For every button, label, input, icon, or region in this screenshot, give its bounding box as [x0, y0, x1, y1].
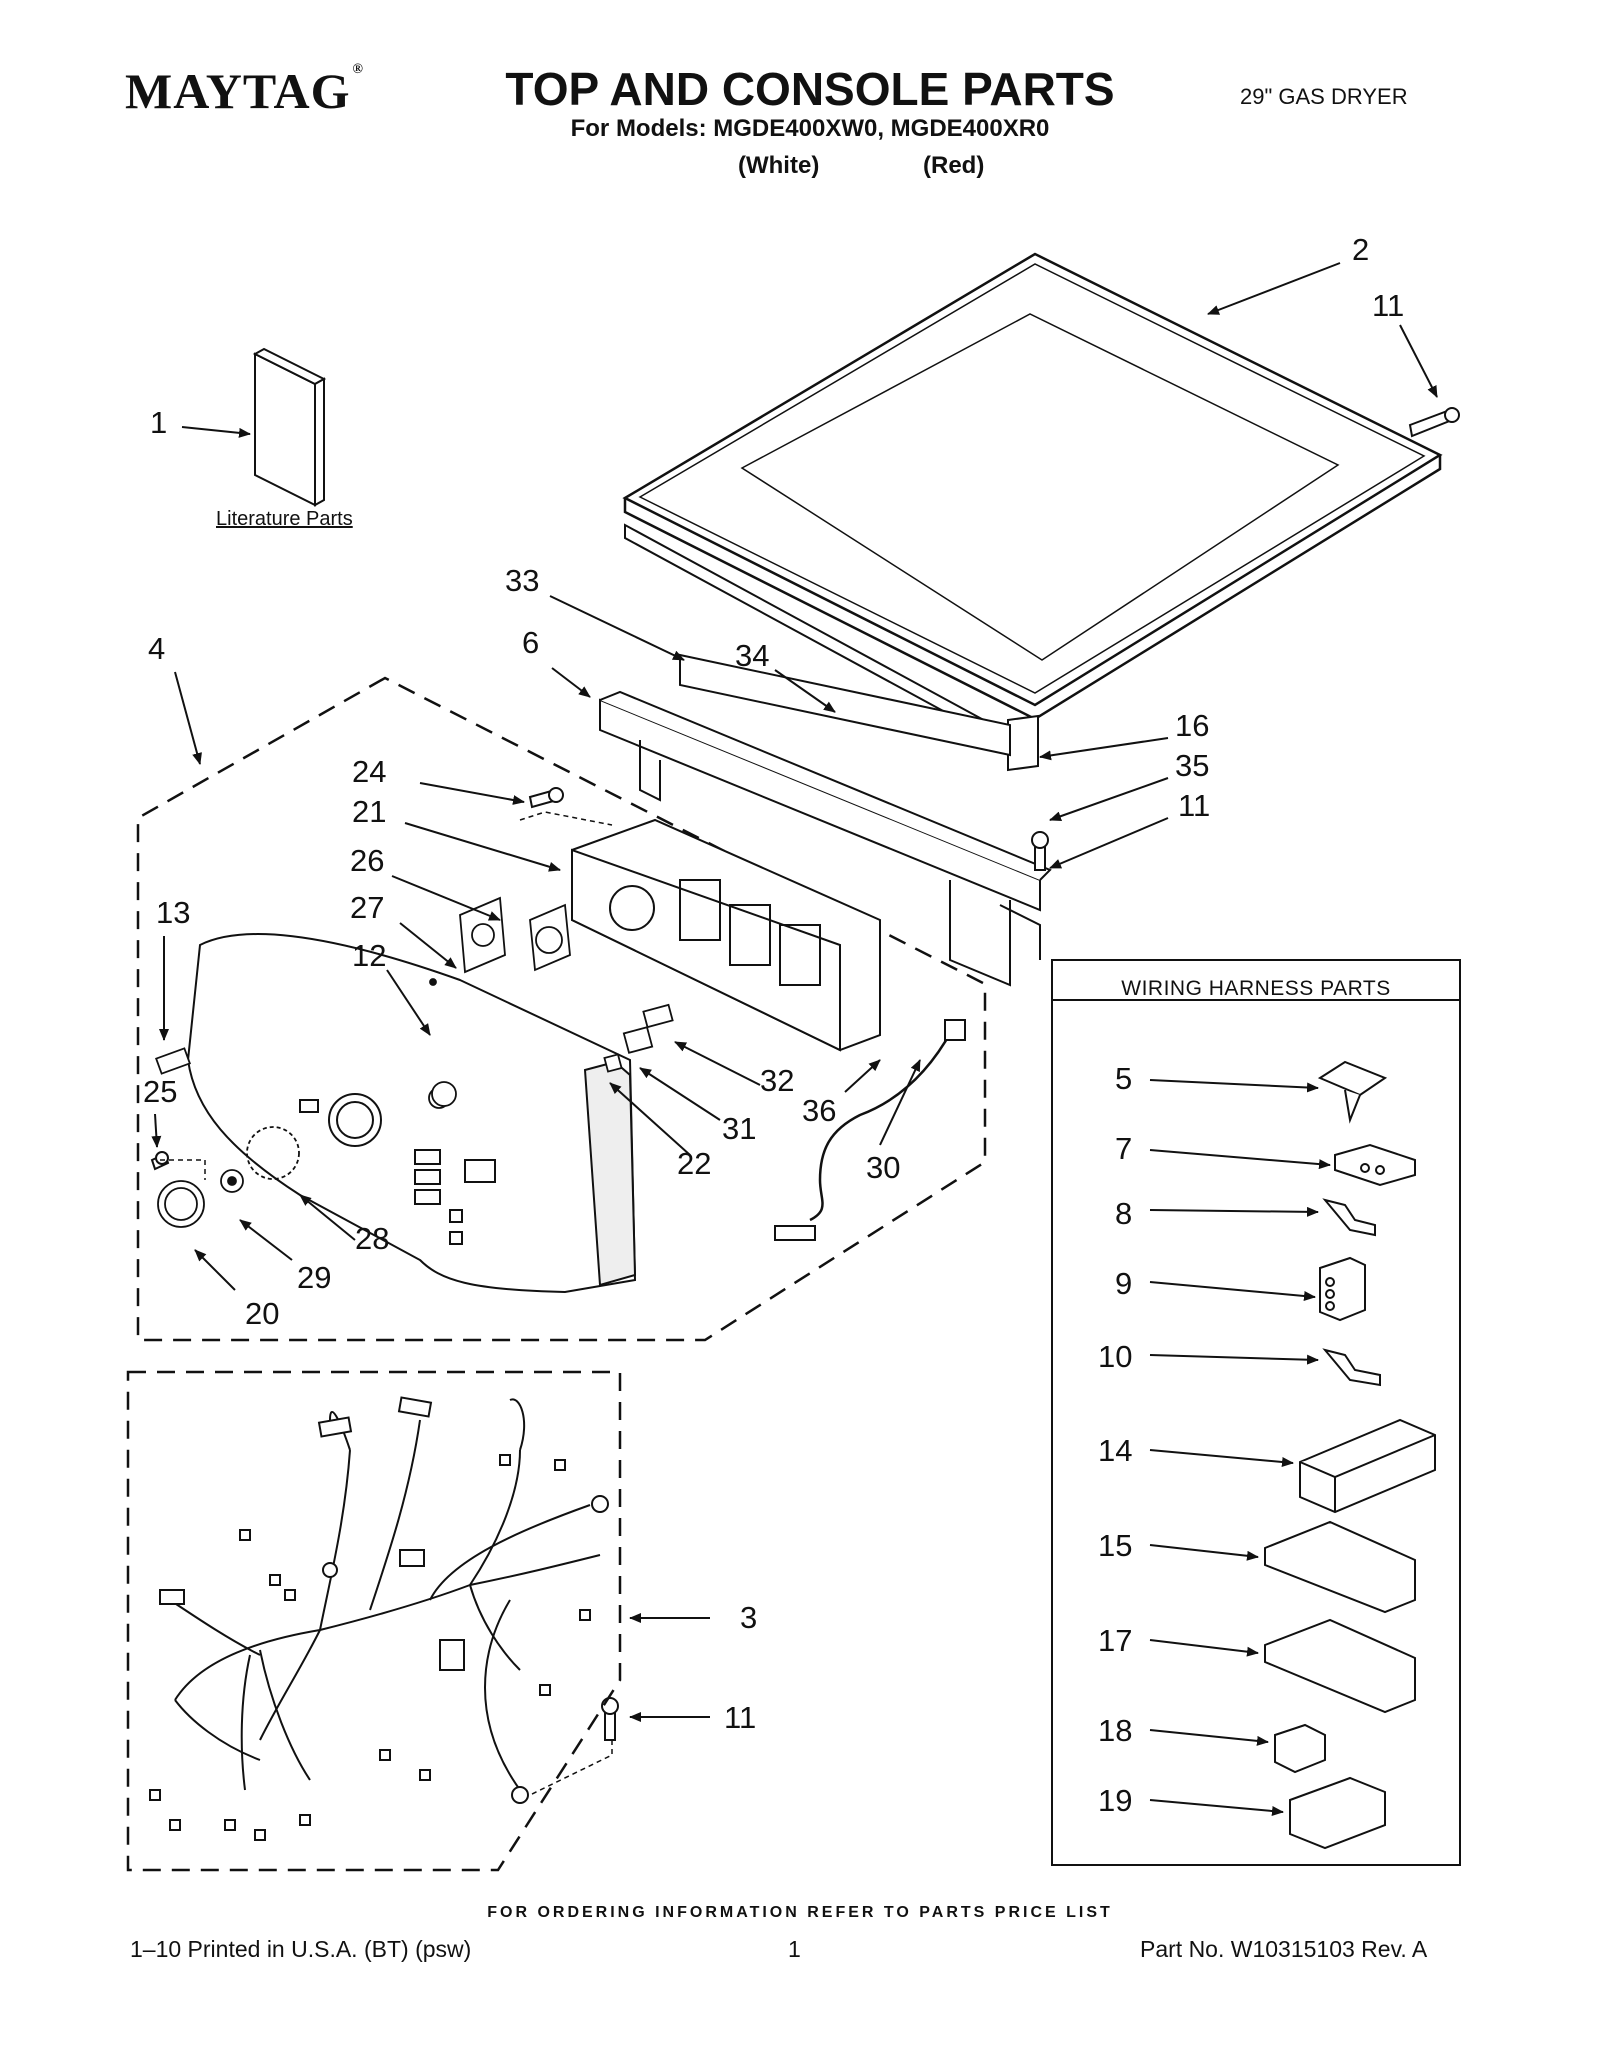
- print-info: 1–10 Printed in U.S.A. (BT) (psw): [130, 1936, 472, 1962]
- callout-harness-15: 15: [1098, 1528, 1133, 1563]
- callout-harness-7: 7: [1115, 1131, 1133, 1166]
- callout-12: 12: [352, 938, 387, 973]
- console-assembly-boundary: [136, 676, 987, 1342]
- callout-3: 3: [740, 1600, 758, 1635]
- callout-24: 24: [352, 754, 387, 789]
- callout-26: 26: [350, 843, 385, 878]
- callout-11-bracket-screw: 11: [1178, 788, 1211, 823]
- brand-name: MAYTAG: [125, 63, 351, 119]
- callout-harness-14: 14: [1098, 1433, 1133, 1468]
- brand-logo: MAYTAG®: [125, 62, 364, 120]
- callout-29: 29: [297, 1260, 332, 1295]
- callout-4: 4: [148, 631, 166, 666]
- callout-harness-18: 18: [1098, 1713, 1133, 1748]
- front-strip-drawing: [1007, 714, 1039, 772]
- callout-33: 33: [505, 563, 540, 598]
- callout-31: 31: [722, 1111, 757, 1146]
- callout-11-harness-screw: 11: [724, 1700, 757, 1735]
- callout-34: 34: [735, 638, 770, 673]
- console-internal-parts-drawing: [155, 896, 674, 1228]
- console-bracket-drawing: [599, 653, 1052, 987]
- callout-harness-19: 19: [1098, 1783, 1133, 1818]
- variant-red: (Red): [923, 152, 985, 179]
- main-harness-drawing: [149, 1396, 609, 1841]
- callout-21: 21: [352, 794, 387, 829]
- ordering-note: FOR ORDERING INFORMATION REFER TO PARTS …: [487, 1904, 1113, 1921]
- callout-harness-10: 10: [1098, 1339, 1133, 1374]
- product-type: 29" GAS DRYER: [1240, 84, 1408, 109]
- callout-harness-5: 5: [1115, 1061, 1133, 1096]
- callout-11-top-screw: 11: [1372, 288, 1405, 323]
- callout-28: 28: [355, 1221, 390, 1256]
- callout-30: 30: [866, 1150, 901, 1185]
- callout-13: 13: [156, 895, 191, 930]
- harness-part-drawings: [1264, 1060, 1436, 1850]
- registered-mark: ®: [352, 62, 364, 77]
- callout-22: 22: [677, 1146, 712, 1181]
- callout-32: 32: [760, 1063, 795, 1098]
- literature-book-drawing: [252, 347, 327, 507]
- wiring-harness-parts-box: [1051, 959, 1461, 1866]
- callout-36: 36: [802, 1093, 837, 1128]
- callout-1: 1: [150, 405, 168, 440]
- main-harness-boundary: [126, 1370, 622, 1872]
- dashed-leaders: [160, 811, 613, 1796]
- part-number: Part No. W10315103 Rev. A: [1140, 1936, 1428, 1962]
- console-harness-drawing: [774, 1019, 966, 1241]
- console-panel-drawing: [186, 933, 637, 1294]
- callout-harness-8: 8: [1115, 1196, 1133, 1231]
- callout-20: 20: [245, 1296, 280, 1331]
- callout-2: 2: [1352, 232, 1370, 267]
- model-subtitle: For Models: MGDE400XW0, MGDE400XR0: [570, 115, 1050, 142]
- variant-white: (White): [738, 152, 820, 179]
- top-panel-drawing: [622, 252, 1443, 758]
- control-board-drawing: [571, 818, 881, 1052]
- callout-arrows: [151, 262, 1438, 1816]
- callout-25: 25: [143, 1074, 178, 1109]
- page-title: TOP AND CONSOLE PARTS: [505, 63, 1115, 115]
- callout-harness-9: 9: [1115, 1266, 1133, 1301]
- wiring-harness-parts-title: WIRING HARNESS PARTS: [1121, 977, 1391, 1000]
- callout-35: 35: [1175, 748, 1210, 783]
- literature-parts-label: Literature Parts: [216, 508, 353, 530]
- callout-harness-17: 17: [1098, 1623, 1133, 1658]
- callout-6: 6: [522, 625, 540, 660]
- callout-16: 16: [1175, 708, 1210, 743]
- callout-27: 27: [350, 890, 385, 925]
- page-number: 1: [788, 1936, 801, 1962]
